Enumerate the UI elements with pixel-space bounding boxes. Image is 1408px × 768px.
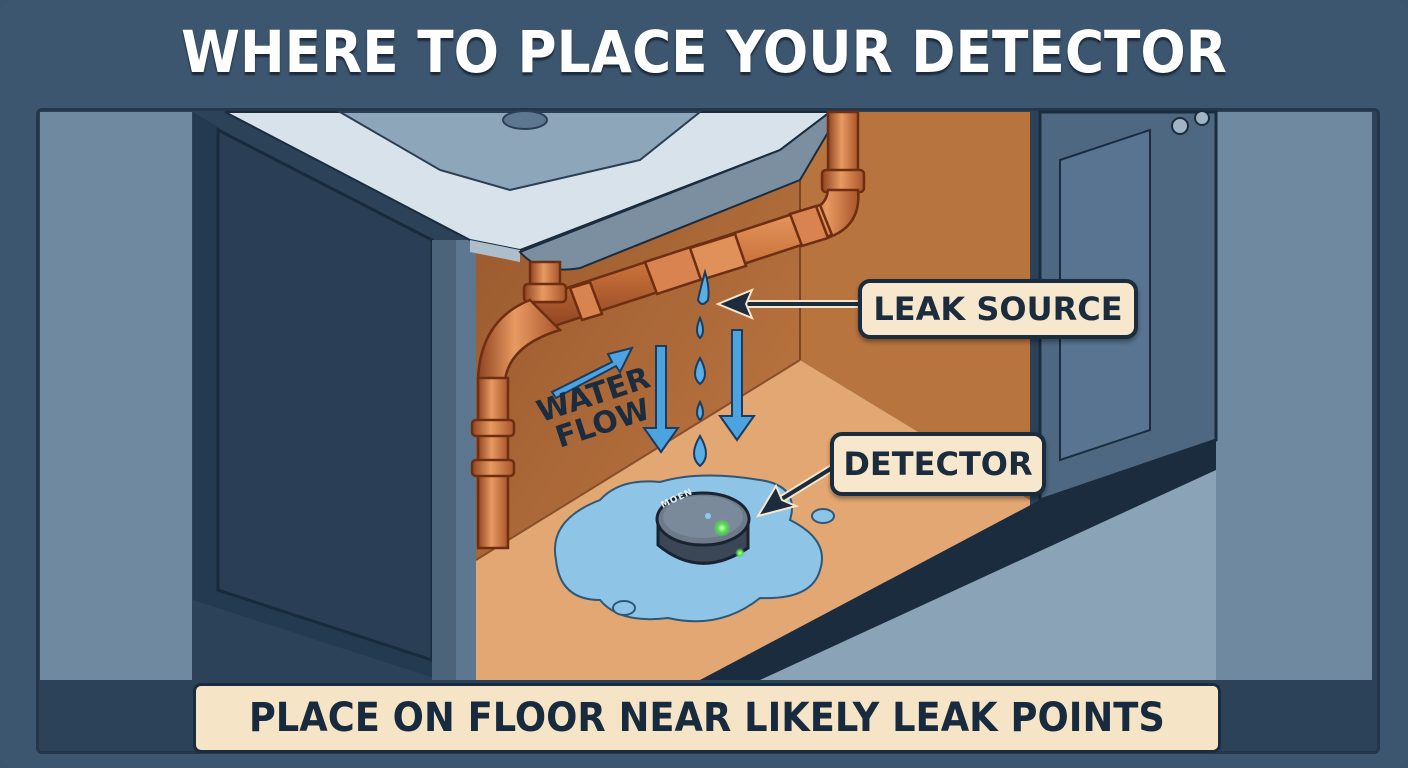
placement-instruction-banner: PLACE ON FLOOR NEAR LIKELY LEAK POINTS xyxy=(193,683,1221,753)
water-drop-icon xyxy=(693,434,707,468)
arrow-up-right-icon xyxy=(550,346,634,400)
water-drop-icon xyxy=(694,355,706,386)
cabinet-base xyxy=(700,440,1216,680)
arrow-left-icon xyxy=(715,288,754,320)
water-drops xyxy=(693,268,710,468)
water-drop-icon xyxy=(696,315,704,340)
copper-pipes xyxy=(470,110,866,550)
arrow-down-icon xyxy=(642,345,680,454)
cabinet-left-side xyxy=(193,112,476,680)
water-flow-arrows xyxy=(550,329,756,454)
door-knob-icon xyxy=(1171,117,1189,135)
leak-detector-device xyxy=(655,491,751,565)
page-title: WHERE TO PLACE YOUR DETECTOR xyxy=(181,18,1227,86)
left-wall xyxy=(40,112,192,680)
arrow-down-icon xyxy=(718,329,756,442)
detector-callout: DETECTOR xyxy=(830,432,1046,496)
leak-spray-icon xyxy=(696,268,710,305)
water-drop-icon xyxy=(696,399,704,422)
arrow-down-left-icon xyxy=(755,483,800,518)
drain-icon xyxy=(502,110,548,130)
placement-instruction-text: PLACE ON FLOOR NEAR LIKELY LEAK POINTS xyxy=(248,695,1166,741)
status-led-icon xyxy=(713,519,731,537)
countertop-sink xyxy=(224,110,842,271)
callout-arrows xyxy=(715,288,858,518)
leak-source-callout: LEAK SOURCE xyxy=(858,279,1138,339)
right-wall xyxy=(1216,112,1372,680)
